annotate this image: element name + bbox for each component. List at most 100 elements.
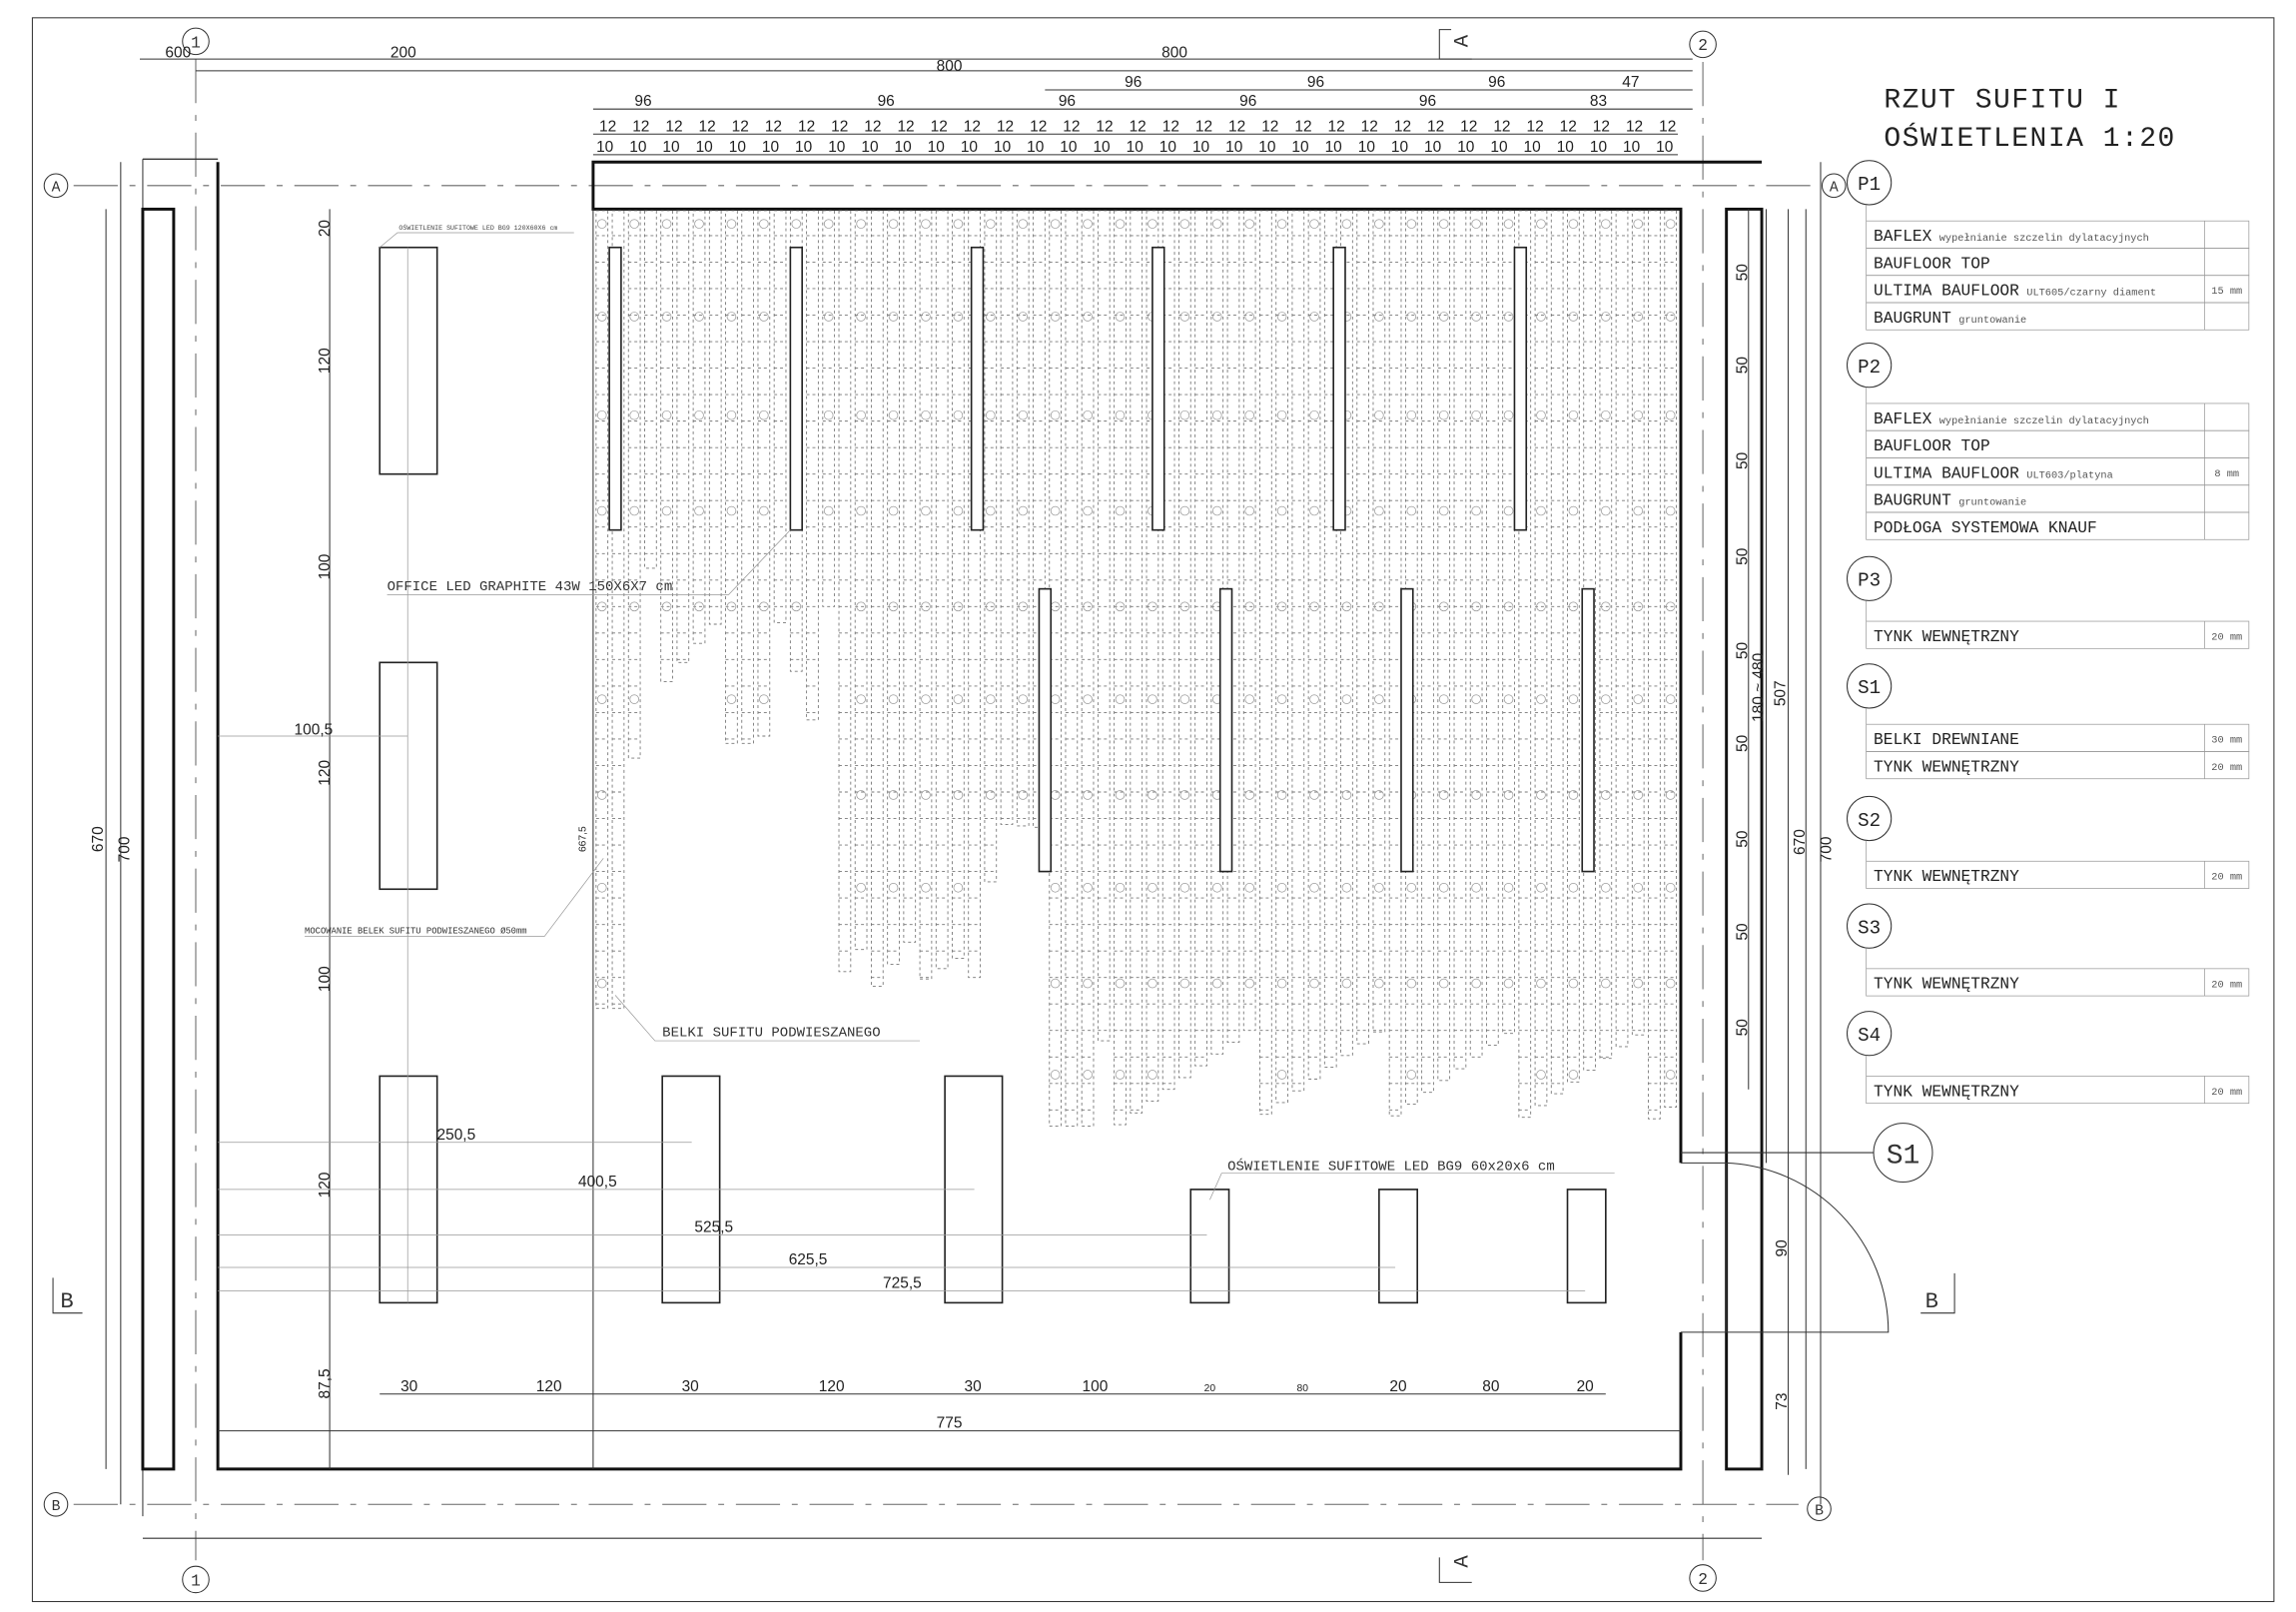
mounting-point	[856, 505, 866, 516]
wall-tag-s1: S1	[1680, 1123, 1933, 1184]
mounting-point	[1665, 978, 1676, 989]
spacing-label: 10	[1291, 139, 1308, 156]
mounting-point	[1633, 219, 1644, 229]
svg-text:A: A	[52, 181, 61, 197]
axis-bubble-2-top: 2	[1689, 30, 1717, 59]
beam	[984, 210, 998, 883]
mounting-point	[1536, 694, 1546, 704]
mounting-point	[1341, 694, 1352, 704]
beam	[1065, 210, 1079, 1127]
spacing-label: 10	[1225, 139, 1242, 156]
mounting-point	[1244, 601, 1254, 612]
svg-text:A: A	[1830, 181, 1839, 197]
office-led-bars	[608, 246, 1595, 873]
annotations: OŚWIETLENIE SUFITOWE LED BG9 120X60X6 cm…	[305, 223, 1615, 1201]
svg-text:80: 80	[1297, 1383, 1309, 1394]
beam	[627, 210, 641, 759]
spacing-label: 10	[1524, 139, 1541, 156]
mounting-point	[1568, 409, 1579, 420]
mounting-point	[1018, 505, 1029, 516]
spacing-label: 10	[762, 139, 779, 156]
spacing-label: 10	[629, 139, 646, 156]
mounting-point	[1601, 694, 1611, 704]
mounting-point	[888, 409, 899, 420]
beam	[611, 210, 625, 1010]
mounting-point	[1083, 694, 1093, 704]
mounting-point	[1244, 883, 1254, 893]
mounting-point	[856, 790, 866, 800]
svg-text:96: 96	[1239, 93, 1256, 110]
mounting-point	[1276, 601, 1287, 612]
mounting-point	[1374, 601, 1384, 612]
layer-desc: wypełnianie szczelin dylatacyjnych	[1939, 233, 2149, 245]
mounting-point	[791, 219, 802, 229]
mounting-point	[661, 505, 672, 516]
svg-text:525,5: 525,5	[694, 1219, 733, 1236]
svg-text:120: 120	[819, 1378, 845, 1395]
mounting-point	[726, 601, 737, 612]
mounting-point	[694, 409, 704, 420]
spacing-label: 10	[928, 139, 945, 156]
beam	[773, 210, 787, 623]
mounting-point	[1633, 978, 1644, 989]
spacing-label: 10	[1424, 139, 1441, 156]
mounting-point	[1341, 219, 1352, 229]
svg-text:120: 120	[317, 348, 334, 374]
layer-desc: ULT603/platyna	[2026, 469, 2113, 481]
mounting-point	[759, 409, 769, 420]
mounting-point	[921, 694, 931, 704]
mounting-point	[1374, 978, 1384, 989]
mounting-point	[1211, 219, 1222, 229]
mounting-point	[1211, 978, 1222, 989]
svg-text:667,5: 667,5	[578, 826, 589, 852]
mounting-point	[1083, 790, 1093, 800]
beam	[1291, 210, 1305, 1092]
mounting-point	[1536, 883, 1546, 893]
mounting-point	[1633, 312, 1644, 322]
led-panel	[379, 246, 438, 475]
beam	[1307, 210, 1321, 1080]
mounting-point	[1503, 883, 1514, 893]
svg-text:507: 507	[1773, 680, 1790, 706]
layer-name: BAUGRUNT	[1874, 492, 1951, 510]
mounting-point	[661, 312, 672, 322]
axis-bubble-b-right: B	[1807, 1496, 1832, 1522]
mounting-point	[823, 219, 834, 229]
svg-text:80: 80	[1482, 1378, 1499, 1395]
spacing-label: 10	[662, 139, 679, 156]
beam	[1016, 210, 1030, 827]
svg-text:47: 47	[1622, 74, 1639, 91]
mounting-point	[1406, 1070, 1417, 1080]
svg-text:S1: S1	[1887, 1141, 1920, 1172]
svg-text:TYNK WEWNĘTRZNY: TYNK WEWNĘTRZNY	[1874, 758, 2019, 776]
mounting-point	[1309, 978, 1319, 989]
beam	[919, 210, 933, 980]
mounting-point	[1665, 219, 1676, 229]
mounting-point	[1665, 1070, 1676, 1080]
mounting-point	[1406, 409, 1417, 420]
mounting-point	[1115, 1070, 1126, 1080]
mounting-point	[986, 694, 996, 704]
office-led-bar	[1038, 587, 1053, 873]
mounting-point	[726, 409, 737, 420]
svg-text:B: B	[1925, 1289, 1938, 1314]
mounting-point	[1568, 883, 1579, 893]
mounting-point	[1050, 883, 1061, 893]
mounting-point	[1115, 883, 1126, 893]
mounting-point	[1503, 978, 1514, 989]
mounting-point	[1148, 790, 1157, 800]
spacing-label: 10	[828, 139, 845, 156]
led-panel-small	[1566, 1189, 1607, 1304]
drawing-title-line2: OŚWIETLENIA 1:20	[1884, 122, 2175, 155]
mounting-point	[1633, 505, 1644, 516]
layer-name: BAUFLOOR TOP	[1874, 437, 1990, 455]
office-led-bar	[1218, 587, 1233, 873]
mounting-point	[1536, 978, 1546, 989]
layer-name: TYNK WEWNĘTRZNY	[1874, 1083, 2019, 1101]
spacing-label: 12	[864, 118, 881, 135]
legend-row	[1866, 968, 2250, 997]
mounting-point	[1211, 312, 1222, 322]
layer-thickness: 8 mm	[2214, 468, 2239, 480]
mounting-point	[1309, 694, 1319, 704]
mounting-point	[1633, 409, 1644, 420]
